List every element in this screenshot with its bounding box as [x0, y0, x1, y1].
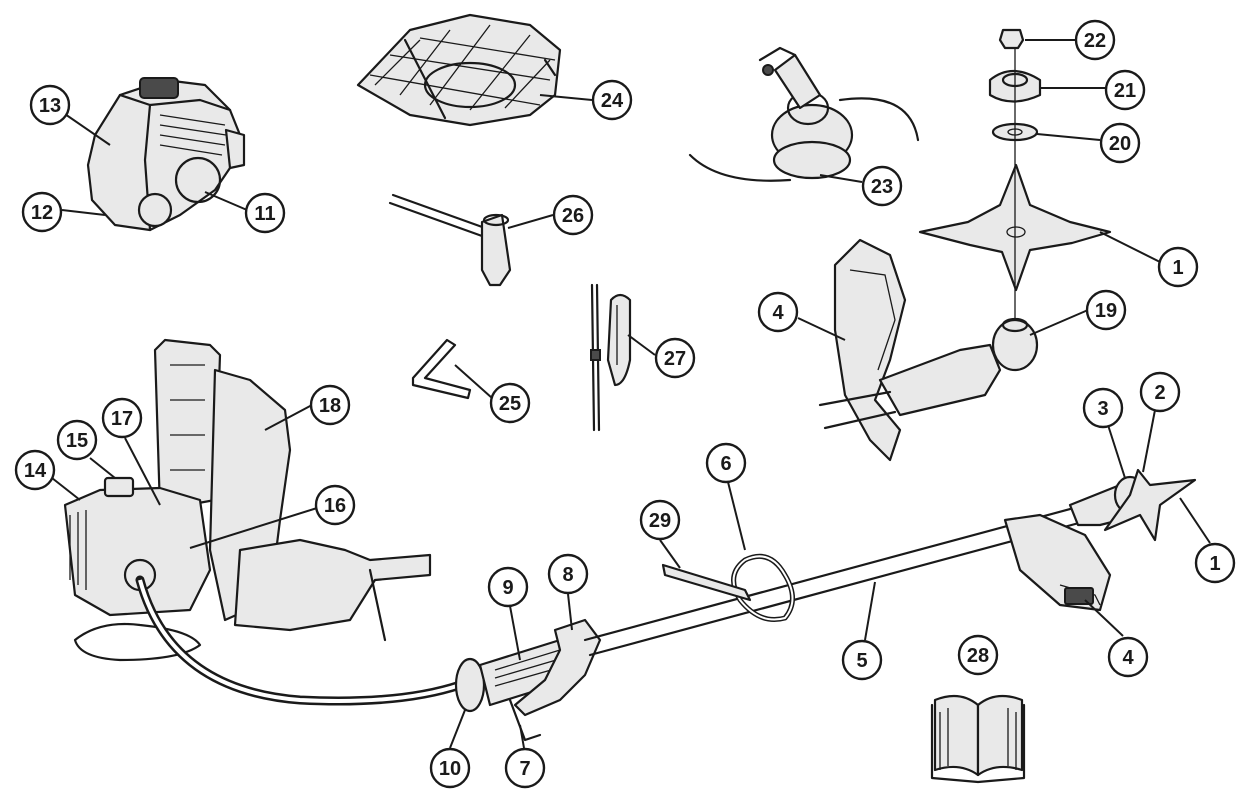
svg-text:19: 19: [1095, 300, 1117, 322]
svg-text:20: 20: [1109, 133, 1131, 155]
hex-key-part: [411, 338, 472, 400]
callout-8: 8: [547, 553, 589, 595]
svg-text:2: 2: [1154, 382, 1165, 404]
callout-4-top: 4: [757, 291, 799, 333]
callout-28: 28: [957, 634, 999, 676]
callout-9: 9: [487, 566, 529, 608]
cutting-end-part: [1003, 468, 1197, 612]
drive-shaft-part: [583, 503, 1092, 657]
engine-unit-part: [86, 77, 246, 232]
svg-text:12: 12: [31, 202, 53, 224]
callout-29: 29: [639, 499, 681, 541]
callout-1-top: 1: [1157, 246, 1199, 288]
callout-11: 11: [244, 192, 286, 234]
svg-text:6: 6: [720, 453, 731, 475]
screwdriver-part: [590, 283, 632, 432]
backpack-frame-part: [63, 338, 432, 662]
svg-text:23: 23: [871, 176, 893, 198]
callout-17: 17: [101, 397, 143, 439]
callout-4-bottom: 4: [1107, 636, 1149, 678]
svg-text:25: 25: [499, 393, 521, 415]
callout-12: 12: [21, 191, 63, 233]
svg-text:29: 29: [649, 510, 671, 532]
callout-3: 3: [1082, 387, 1124, 429]
svg-text:24: 24: [601, 90, 624, 112]
svg-text:8: 8: [562, 564, 573, 586]
svg-text:26: 26: [562, 205, 584, 227]
flex-shaft-hose-part: [135, 575, 465, 706]
svg-text:9: 9: [502, 577, 513, 599]
svg-text:18: 18: [319, 395, 341, 417]
leader-lines: [51, 39, 1211, 749]
box-wrench-part: [388, 193, 512, 287]
svg-text:1: 1: [1209, 553, 1220, 575]
callout-2: 2: [1139, 371, 1181, 413]
trimmer-head-part: [688, 46, 920, 182]
callout-19: 19: [1085, 289, 1127, 331]
throttle-handle-part: [454, 618, 602, 742]
svg-text:4: 4: [1122, 647, 1134, 669]
callout-13: 13: [29, 84, 71, 126]
callout-26: 26: [552, 194, 594, 236]
callout-25: 25: [489, 382, 531, 424]
callout-23: 23: [861, 165, 903, 207]
svg-text:14: 14: [24, 460, 47, 482]
gear-head-guard-part: [818, 238, 1039, 462]
callout-18: 18: [309, 384, 351, 426]
svg-text:17: 17: [111, 408, 133, 430]
svg-text:27: 27: [664, 348, 686, 370]
callout-27: 27: [654, 337, 696, 379]
guard-cover-part: [356, 13, 562, 127]
svg-text:4: 4: [772, 302, 784, 324]
callout-7: 7: [504, 747, 546, 789]
svg-text:28: 28: [967, 645, 989, 667]
svg-text:21: 21: [1114, 80, 1136, 102]
svg-text:22: 22: [1084, 30, 1106, 52]
callout-22: 22: [1074, 19, 1116, 61]
svg-text:13: 13: [39, 95, 61, 117]
loop-handle-part: [661, 553, 795, 622]
svg-text:3: 3: [1097, 398, 1108, 420]
svg-text:7: 7: [519, 758, 530, 780]
svg-text:10: 10: [439, 758, 461, 780]
callout-16: 16: [314, 484, 356, 526]
callout-15: 15: [56, 419, 98, 461]
callout-20: 20: [1099, 122, 1141, 164]
blade-stack-part: [918, 28, 1112, 318]
callout-24: 24: [591, 79, 633, 121]
book-icon: [930, 694, 1026, 784]
callout-14: 14: [14, 449, 56, 491]
callout-10: 10: [429, 747, 471, 789]
callout-1-bottom: 1: [1194, 542, 1236, 584]
callout-21: 21: [1104, 69, 1146, 111]
svg-text:15: 15: [66, 430, 88, 452]
callout-6: 6: [705, 442, 747, 484]
callout-5: 5: [841, 639, 883, 681]
svg-text:1: 1: [1172, 257, 1183, 279]
svg-text:16: 16: [324, 495, 346, 517]
svg-text:11: 11: [254, 203, 275, 225]
svg-text:5: 5: [856, 650, 867, 672]
